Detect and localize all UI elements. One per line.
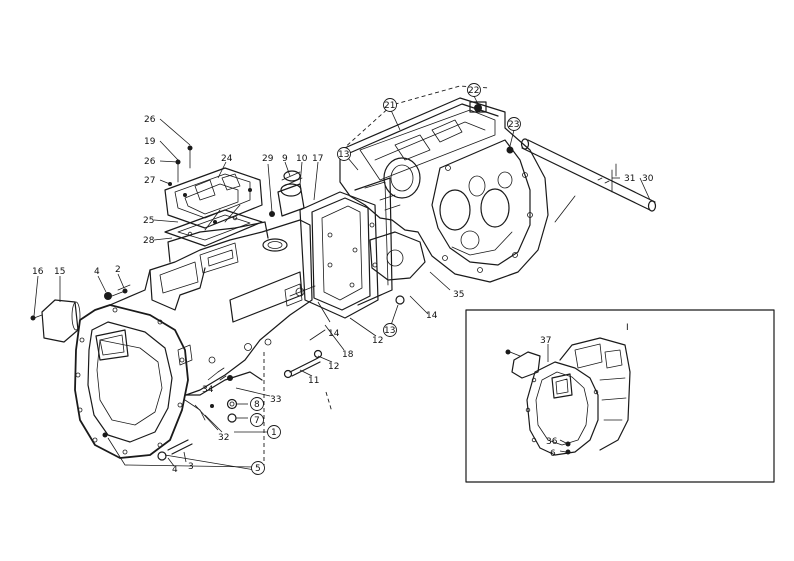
- callout-label: 11: [308, 376, 319, 386]
- callout-label: 31: [624, 174, 635, 184]
- callout-label: 26: [144, 157, 156, 167]
- callout-label: 29: [262, 154, 274, 164]
- callout-label: 6: [550, 449, 556, 459]
- callout-label: 23: [508, 120, 519, 130]
- callout-label: 24: [221, 154, 233, 164]
- callout-labels: 26 19 26 27 24 25 28 29 9 10 17 21 22 23…: [32, 83, 654, 475]
- callout-label: 8: [254, 400, 260, 410]
- callout-label: 16: [32, 267, 44, 277]
- callout-label: 25: [143, 216, 154, 226]
- callout-label: 12: [372, 336, 383, 346]
- callout-label: I: [626, 323, 629, 333]
- callout-label: 1: [271, 428, 277, 438]
- callout-label: 19: [144, 137, 156, 147]
- callout-label: 17: [312, 154, 323, 164]
- callout-label: 22: [468, 86, 479, 96]
- callout-label: 26: [144, 115, 156, 125]
- callout-label: 14: [328, 329, 340, 339]
- callout-label: 35: [453, 290, 464, 300]
- boundary-lines: [107, 85, 491, 471]
- callout-label: 27: [144, 176, 155, 186]
- callout-label: 13: [338, 150, 349, 160]
- callout-label: 4: [94, 267, 100, 277]
- callout-label: 2: [115, 265, 121, 275]
- callout-label: 5: [255, 464, 261, 474]
- callout-label: 32: [218, 433, 229, 443]
- callout-label: 37: [540, 336, 551, 346]
- callout-label: 33: [270, 395, 281, 405]
- callout-label: 13: [384, 326, 395, 336]
- callout-label: 3: [188, 462, 194, 472]
- callout-label: 4: [172, 465, 178, 475]
- callout-label: 10: [296, 154, 308, 164]
- callout-label: 9: [282, 154, 288, 164]
- callout-label: 15: [54, 267, 65, 277]
- inset-detail: [465, 309, 775, 483]
- callout-label: 36: [546, 437, 558, 447]
- callout-label: 7: [254, 416, 260, 426]
- callout-label: 14: [426, 311, 438, 321]
- callout-label: 12: [328, 362, 339, 372]
- center-housing: [269, 170, 393, 319]
- callout-label: 28: [143, 236, 155, 246]
- leader-lines: [33, 95, 651, 467]
- callout-label: 18: [342, 350, 354, 360]
- callout-label: 34: [202, 385, 214, 395]
- drive-shaft: [520, 138, 657, 223]
- callout-label: 30: [642, 174, 654, 184]
- end-cover: [30, 299, 81, 343]
- callout-label: 21: [384, 101, 395, 111]
- fasteners: [102, 295, 405, 461]
